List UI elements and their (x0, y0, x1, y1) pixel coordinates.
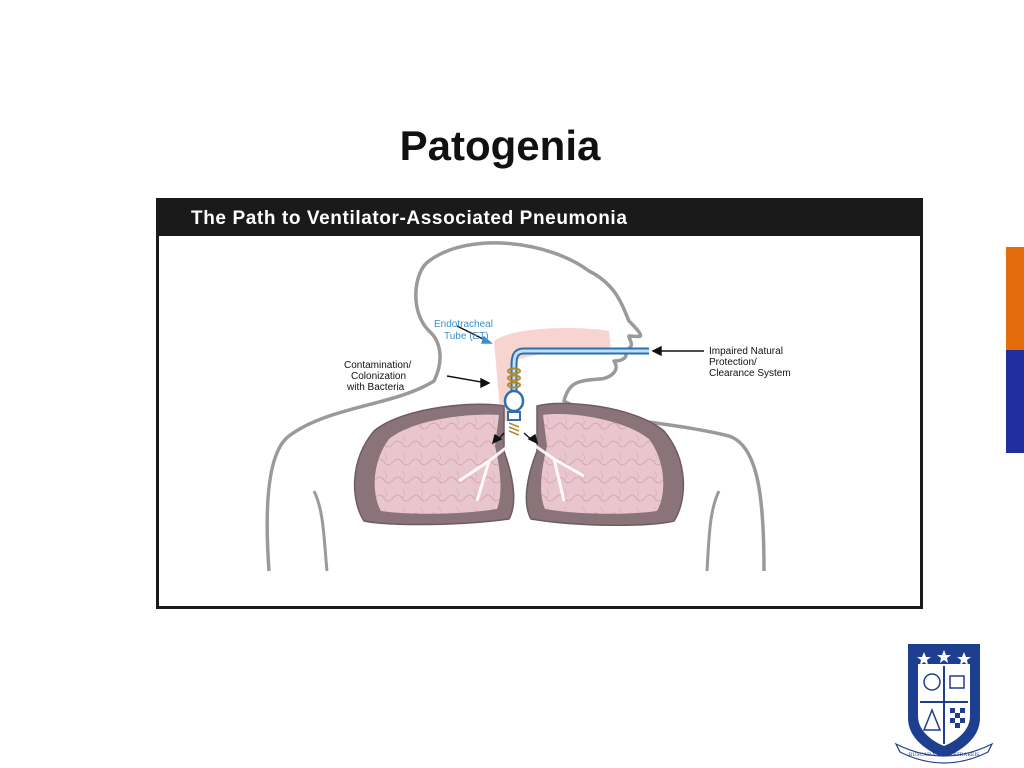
label-contamination-line3: with Bacteria (346, 382, 405, 393)
label-impaired-line3: Clearance System (709, 368, 791, 379)
label-tube-line1: Endotracheal (434, 319, 493, 330)
logo-text-right: REPUBLICA (984, 670, 992, 709)
slide-title: Patogenia (399, 122, 601, 169)
label-tube-line2: Tube (ET) (444, 331, 489, 342)
arm-line-right (705, 490, 721, 572)
label-contamination-line2: Colonization (351, 371, 406, 382)
bronchial-tree (458, 434, 585, 502)
callout-arrows (446, 325, 704, 445)
logo-motto: BUSCAD Y ENCONTRAREIS (909, 752, 980, 758)
arm-line-left (312, 490, 329, 572)
label-impaired-line1: Impaired Natural (709, 346, 783, 357)
label-impaired-line2: Protection/ (709, 357, 757, 368)
endotracheal-tube (503, 347, 649, 436)
side-accent-orange (1006, 247, 1024, 350)
logo-text-left: UNIVERSIDAD (896, 672, 904, 720)
anatomy-diagram: Endotracheal Tube (ET) Contamination/ Co… (265, 241, 791, 572)
side-accent-blue (1006, 350, 1024, 453)
pneumonia-path-figure: Endotracheal Tube (ET) Contamination/ Co… (156, 198, 923, 609)
figure-header: The Path to Ventilator-Associated Pneumo… (159, 201, 920, 236)
university-seal-logo: UNIVERSIDAD REPUBLICA BUSCAD Y ENCONTRAR… (894, 644, 994, 764)
label-contamination-line1: Contamination/ (344, 360, 411, 371)
